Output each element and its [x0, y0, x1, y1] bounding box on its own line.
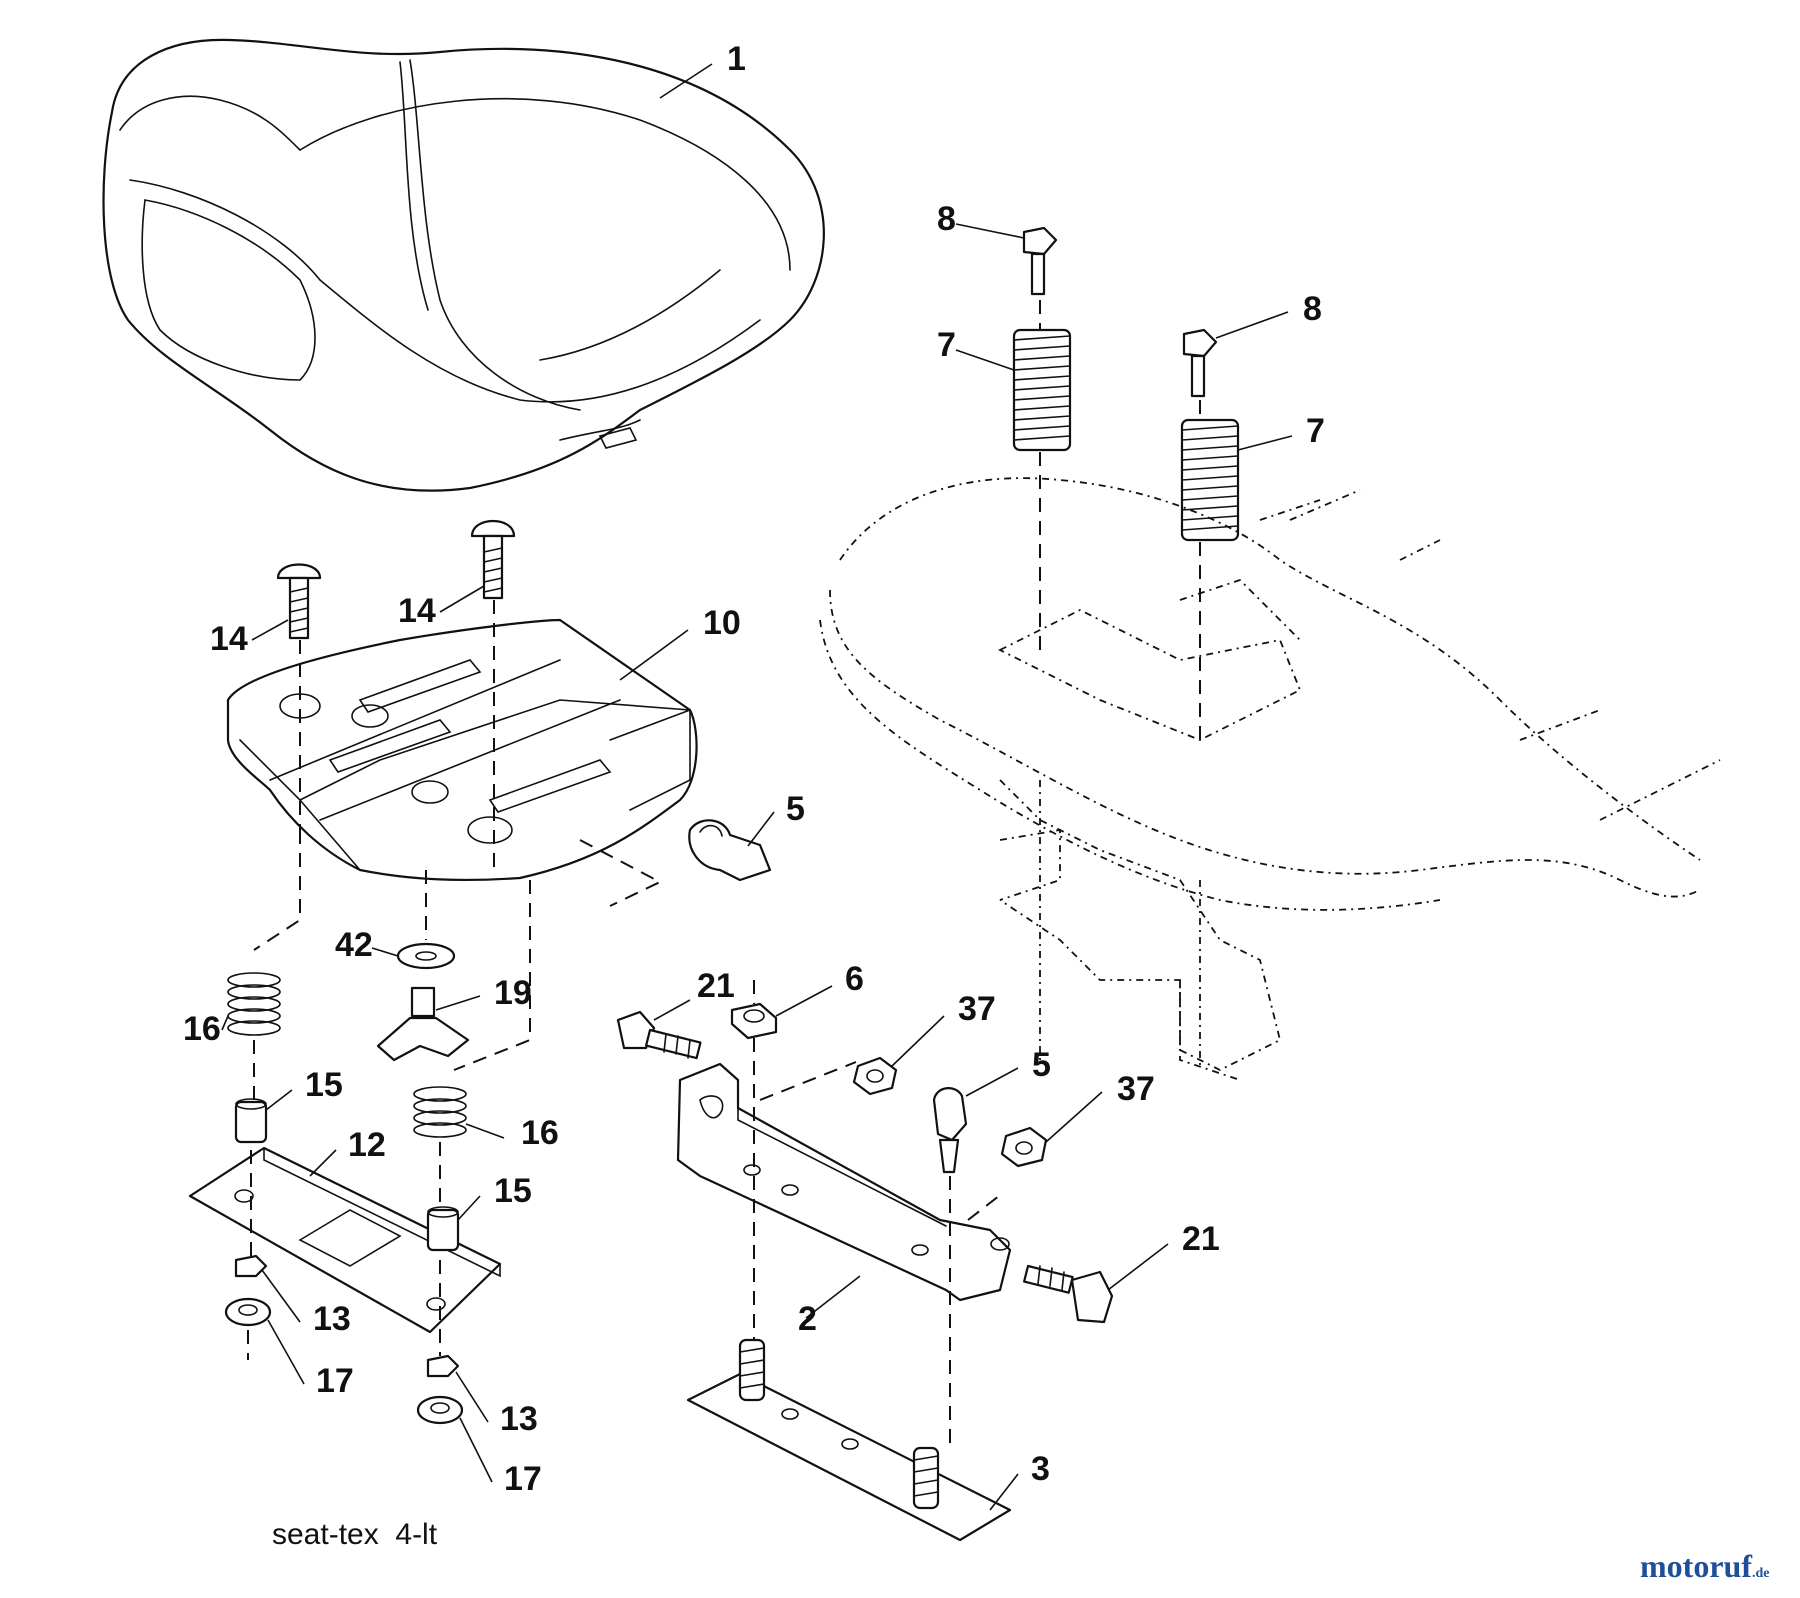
callout-c7b: 7: [1306, 412, 1325, 450]
callout-c15b: 15: [494, 1172, 532, 1210]
nut-13-left: [234, 1254, 268, 1278]
nut-37-lower: [1000, 1126, 1048, 1168]
callout-c5a: 5: [786, 790, 805, 828]
callout-c1a: 1: [727, 40, 746, 78]
seat-switch-clip-upper: [688, 819, 772, 882]
spacer-15-right: [426, 1206, 460, 1252]
alignment-lines-bracket: [753, 980, 1005, 1448]
callout-c3: 3: [1031, 1450, 1050, 1488]
slide-bracket-12: [188, 1146, 502, 1334]
mount-plate-3: [686, 1338, 1012, 1542]
nut-37-upper: [852, 1056, 898, 1096]
callout-c13a: 13: [313, 1300, 351, 1338]
seat-cushion: [102, 38, 825, 492]
adjuster-knob-19: [376, 986, 470, 1062]
callout-c17b: 17: [504, 1460, 542, 1498]
callout-c42: 42: [335, 926, 373, 964]
nut-13-right: [426, 1354, 460, 1378]
drawing-caption: seat-tex 4-lt: [272, 1518, 438, 1551]
callout-c8b: 8: [1303, 290, 1322, 328]
callout-c17a: 17: [316, 1362, 354, 1400]
callout-c13b: 13: [500, 1400, 538, 1438]
callout-c12: 12: [348, 1126, 386, 1164]
spring-7-right: [1180, 418, 1240, 542]
seat-pan: [226, 618, 698, 882]
callout-c7a: 7: [937, 326, 956, 364]
callout-leader-lines: [221, 63, 1293, 1511]
callout-c10: 10: [703, 604, 741, 642]
seat-switch-clip-lower: [932, 1087, 968, 1174]
carriage-bolt-left: [276, 563, 322, 640]
lock-nut-6: [730, 1002, 778, 1040]
alignment-lines-left: [247, 600, 663, 1360]
fender-phantom-outline: [819, 477, 1721, 1081]
callout-c14b: 14: [398, 592, 436, 630]
callout-c16b: 16: [521, 1114, 559, 1152]
flange-nut-17-right: [416, 1395, 464, 1425]
seat-bracket-2: [676, 1062, 1012, 1302]
callout-c6: 6: [845, 960, 864, 998]
callout-c5b: 5: [1032, 1046, 1051, 1084]
callout-c8a: 8: [937, 200, 956, 238]
bolt-8-left: [1022, 226, 1058, 296]
callout-c16a: 16: [183, 1010, 221, 1048]
flat-washer-42: [396, 942, 456, 970]
watermark-logo: motoruf.de: [1640, 1548, 1769, 1585]
watermark-name: motoruf: [1640, 1548, 1752, 1584]
bolt-21-right: [1023, 1264, 1114, 1324]
carriage-bolt-right: [470, 519, 516, 600]
spacer-15-left: [234, 1098, 268, 1144]
callout-c37b: 37: [1117, 1070, 1155, 1108]
bolt-21-left: [616, 1010, 702, 1060]
spring-16-right: [413, 1086, 467, 1138]
callout-c2: 2: [798, 1300, 817, 1338]
bolt-8-right: [1182, 328, 1218, 398]
callout-c37a: 37: [958, 990, 996, 1028]
watermark-tld: .de: [1751, 1566, 1770, 1581]
callout-c19: 19: [494, 974, 532, 1012]
callout-c21a: 21: [697, 967, 735, 1005]
callout-numbers: 1 8 8 7 7 14 14 10 5 42 16 19 21 6 37 15 16 12 5 37 15 21 13 2 1…: [183, 40, 1325, 1498]
spring-7-left: [1012, 328, 1072, 452]
callout-c14a: 14: [210, 620, 248, 658]
flange-nut-17-left: [224, 1297, 272, 1327]
callout-c15a: 15: [305, 1066, 343, 1104]
spring-16-left: [227, 972, 281, 1036]
callout-c21b: 21: [1182, 1220, 1220, 1258]
